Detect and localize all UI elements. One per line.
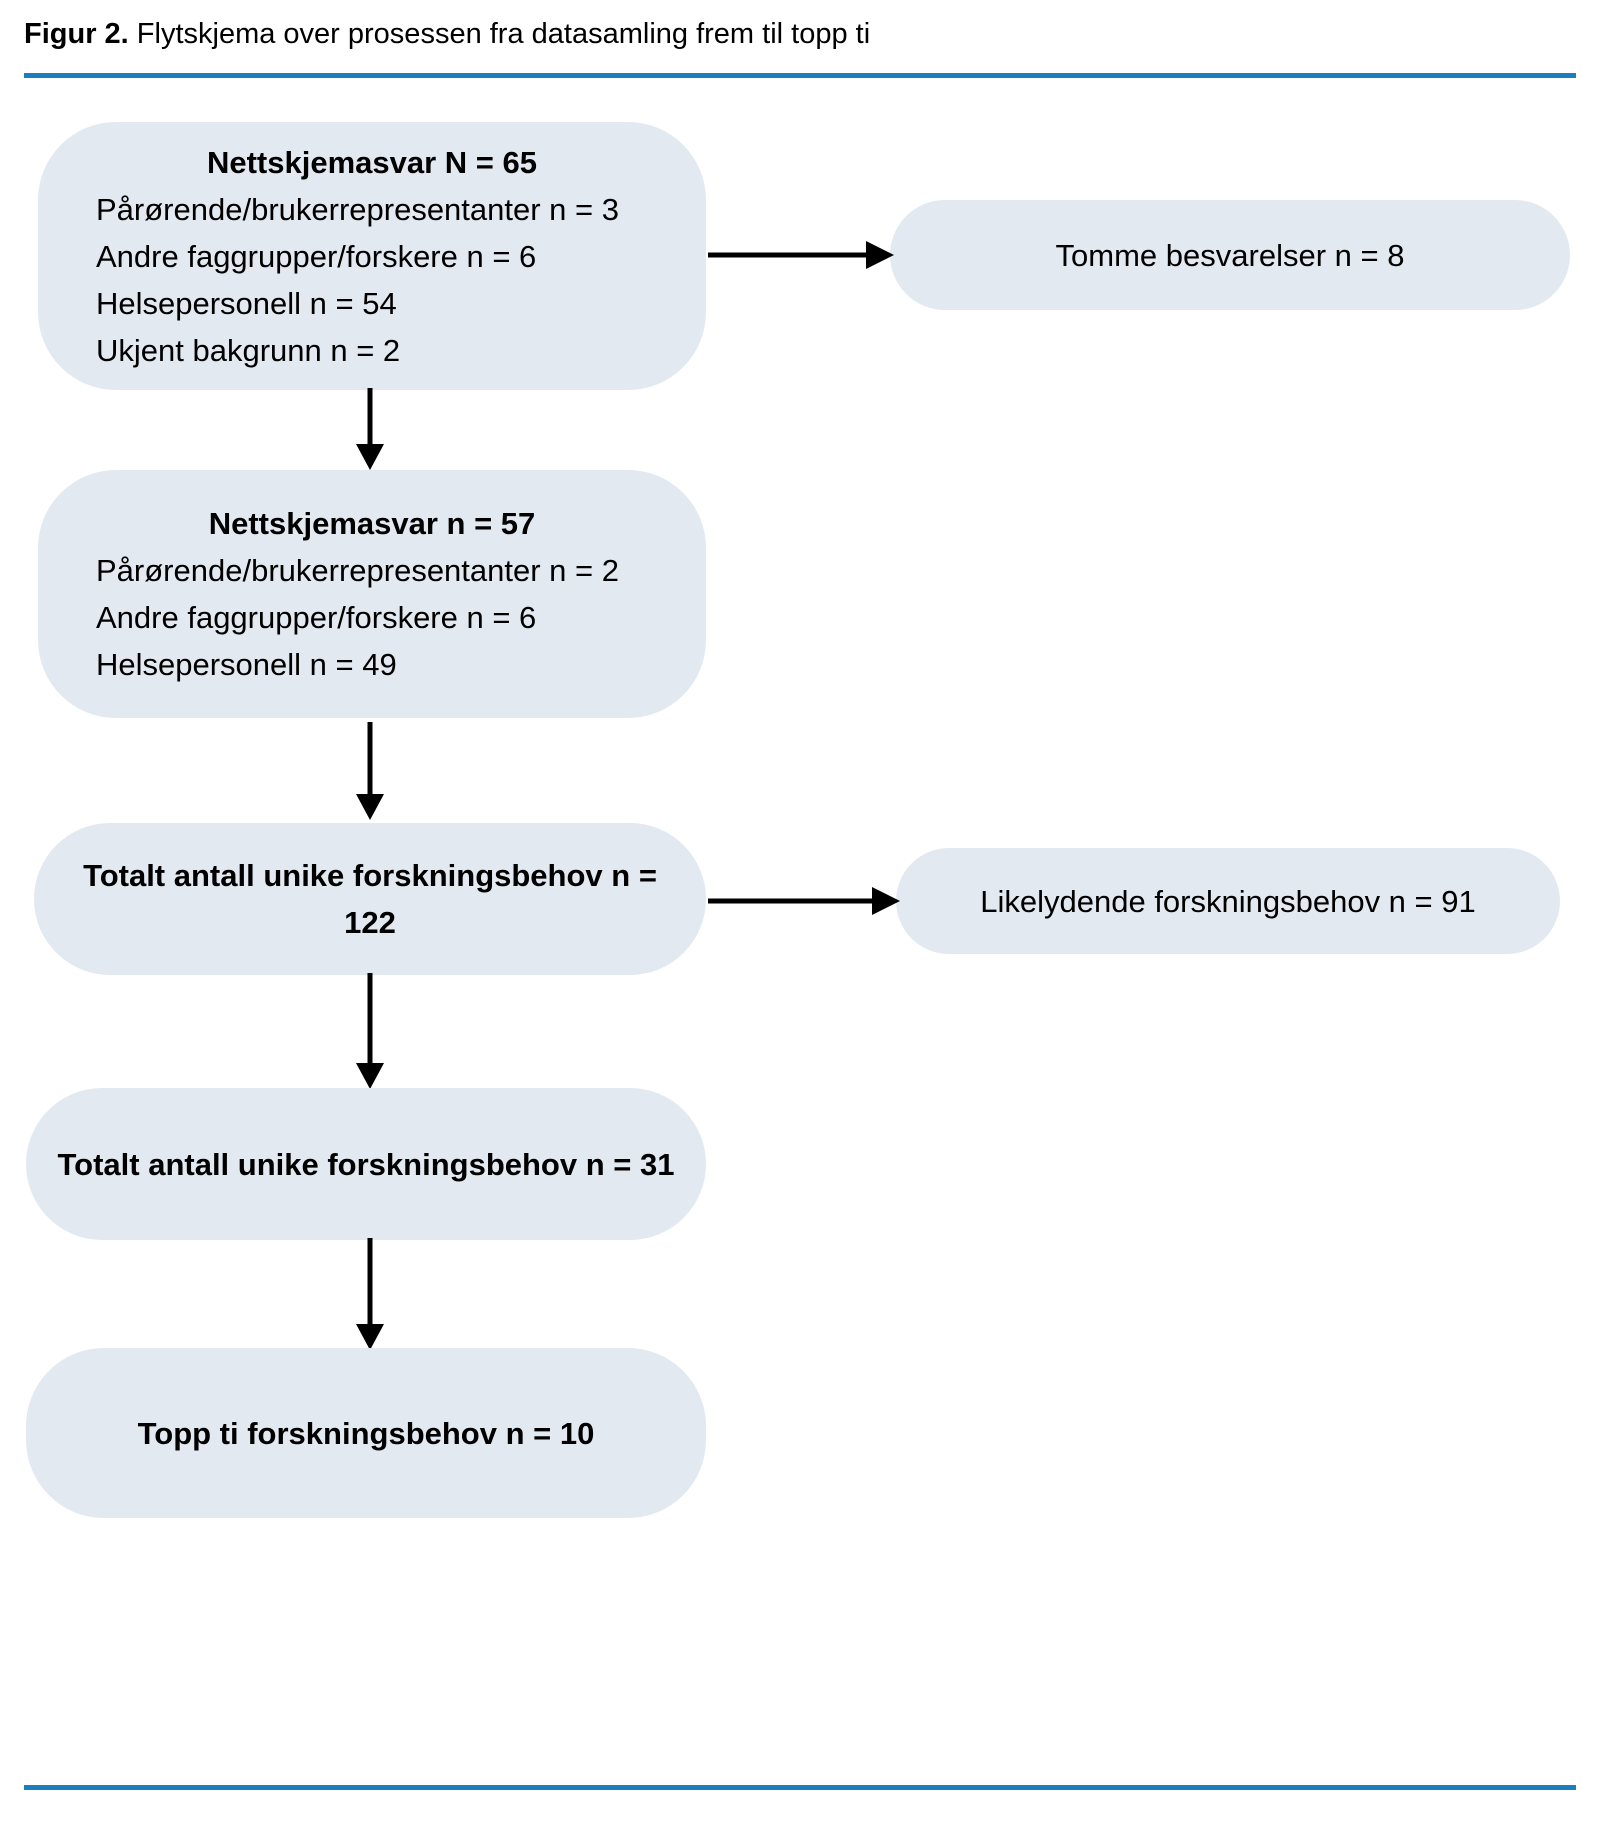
flow-node-title: Totalt antall unike forskningsbehov n = … (83, 858, 657, 940)
flow-node-line: Andre faggrupper/forskere n = 6 (96, 238, 537, 274)
flow-node-nettskjemasvar-57: Nettskjemasvar n = 57 Pårørende/brukerre… (38, 470, 706, 718)
flow-node-line: Helsepersonell n = 54 (96, 285, 397, 321)
flow-node-unike-forskningsbehov-31: Totalt antall unike forskningsbehov n = … (26, 1088, 706, 1240)
figure-caption-text: Flytskjema over prosessen fra datasamlin… (136, 18, 871, 50)
arrow-d-to-e-icon (345, 1238, 395, 1352)
flow-node-likelydende-forskningsbehov: Likelydende forskningsbehov n = 91 (896, 848, 1560, 954)
flow-node-line: Andre faggrupper/forskere n = 6 (96, 600, 537, 635)
flow-node-nettskjemasvar-65: Nettskjemasvar N = 65 Pårørende/brukerre… (38, 122, 706, 390)
arrow-a-to-empty-icon (706, 230, 896, 280)
flow-node-title: Nettskjemasvar N = 65 (206, 144, 537, 180)
arrow-b-to-c-icon (345, 722, 395, 822)
flow-node-topp-ti-forskningsbehov: Topp ti forskningsbehov n = 10 (26, 1348, 706, 1518)
flow-node-title: Totalt antall unike forskningsbehov n = … (57, 1146, 675, 1182)
arrow-c-to-d-icon (345, 973, 395, 1091)
flow-node-title: Topp ti forskningsbehov n = 10 (137, 1415, 595, 1451)
flow-node-title: Likelydende forskningsbehov n = 91 (980, 883, 1476, 919)
flow-node-line: Pårørende/brukerrepresentanter n = 3 (96, 191, 619, 227)
arrow-a-to-b-icon (345, 388, 395, 472)
figure-label: Figur 2. (24, 18, 129, 50)
header-rule (24, 73, 1576, 78)
flow-node-title: Nettskjemasvar n = 57 (208, 506, 536, 541)
flow-node-line: Pårørende/brukerrepresentanter n = 2 (96, 553, 619, 588)
flow-node-line: Ukjent bakgrunn n = 2 (96, 332, 401, 368)
flow-node-tomme-besvarelser: Tomme besvarelser n = 8 (890, 200, 1570, 310)
arrow-c-to-simil-icon (706, 876, 902, 926)
flow-node-unike-forskningsbehov-122: Totalt antall unike forskningsbehov n = … (34, 823, 706, 975)
figure-caption: Figur 2. Flytskjema over prosessen fra d… (24, 14, 1576, 54)
flow-node-line: Helsepersonell n = 49 (96, 647, 397, 682)
flow-node-title: Tomme besvarelser n = 8 (1055, 237, 1405, 273)
footer-rule (24, 1785, 1576, 1790)
